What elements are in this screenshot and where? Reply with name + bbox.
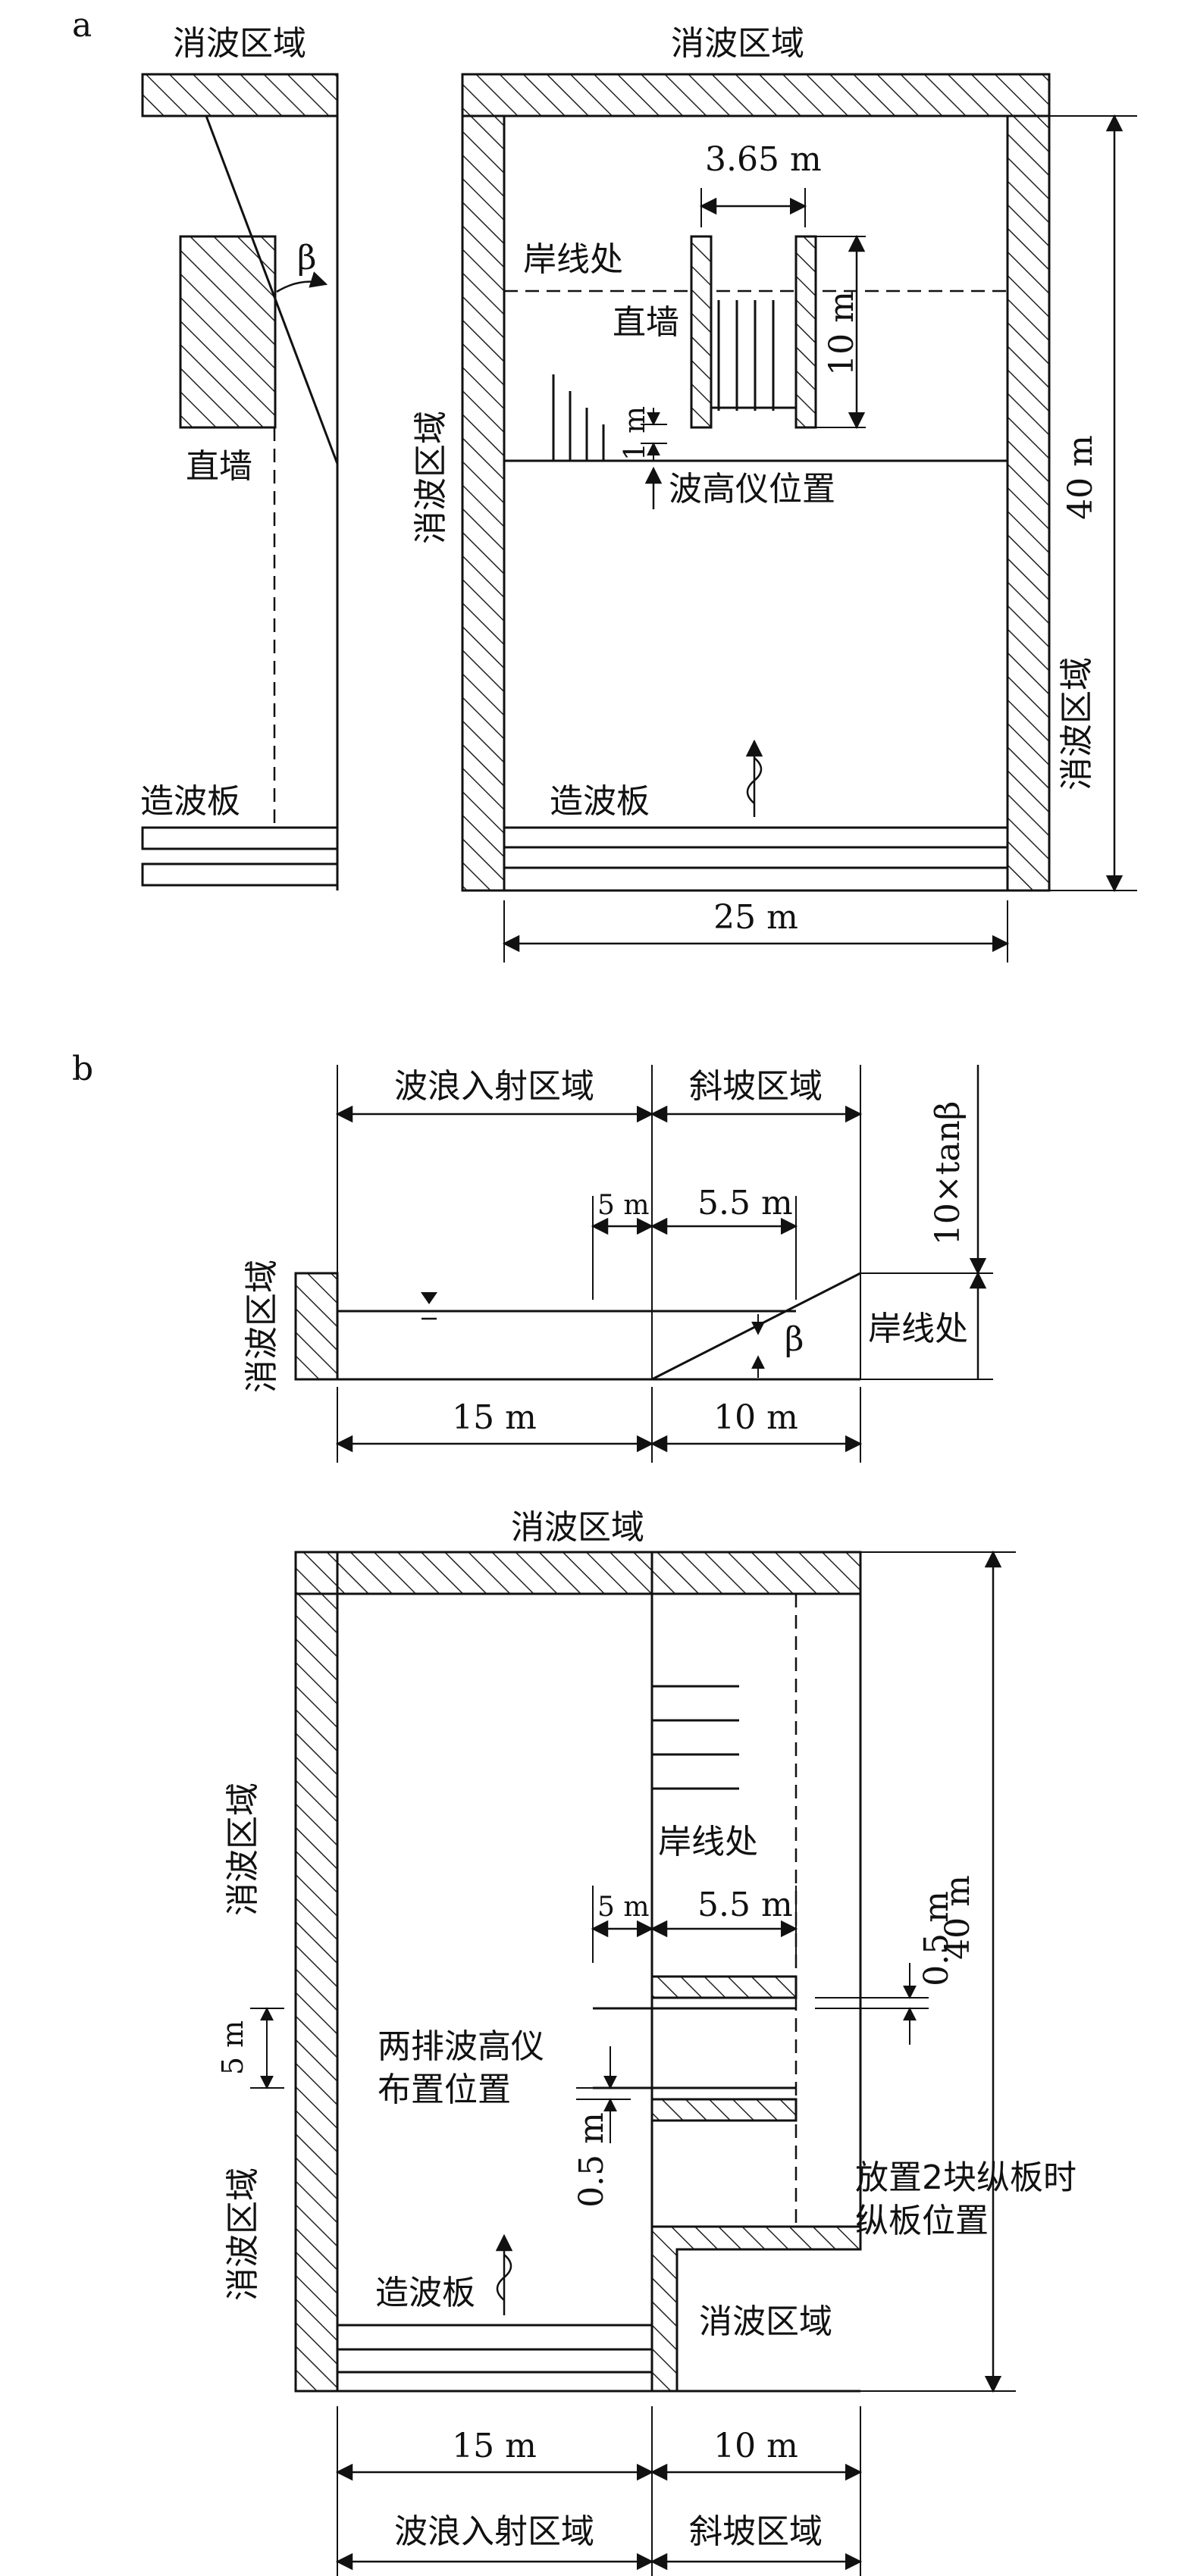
dim-slope-height-label: 10×tanβ — [929, 1101, 967, 1246]
wall-label: 直墙 — [613, 303, 679, 342]
panel-b-label: b — [72, 1050, 93, 1088]
plan-left-absorb-upper-label: 消波区域 — [224, 1783, 262, 1916]
plates-line2-label: 纵板位置 — [855, 2202, 989, 2240]
plates-line1-label: 放置2块纵板时 — [855, 2158, 1076, 2197]
incident-zone-label: 波浪入射区域 — [394, 1067, 594, 1106]
dim-gap-label: 3.65 m — [705, 140, 822, 179]
panel-a-plan-view — [461, 73, 1137, 962]
section-shoreline-label: 岸线处 — [868, 1310, 968, 1348]
side-wavemaker-label: 造波板 — [140, 782, 240, 821]
section-left-absorb-label: 消波区域 — [243, 1260, 281, 1393]
gauge-position-label: 波高仪位置 — [669, 470, 835, 509]
dim-gauge-spacing-label: 1 m — [618, 406, 651, 461]
main-top-absorb-label: 消波区域 — [671, 24, 804, 63]
panel-b-section — [294, 1065, 993, 1463]
dim-15m-label: 15 m — [452, 1398, 537, 1437]
plan-dim-5m-left-label: 5 m — [216, 2020, 249, 2075]
dim-5-5m-label: 5.5 m — [697, 1184, 793, 1222]
bottom-slope-zone-label: 斜坡区域 — [689, 2512, 823, 2551]
plan-corner-absorb-label: 消波区域 — [699, 2302, 832, 2341]
panel-a-side-view — [141, 73, 339, 890]
plan-dim-0-5m-left-label: 0.5 m — [572, 2112, 611, 2208]
shoreline-label: 岸线处 — [523, 240, 623, 279]
dim-width-label: 25 m — [713, 898, 798, 937]
side-beta-label: β — [297, 239, 316, 277]
dim-5m-label: 5 m — [597, 1190, 649, 1221]
main-right-absorb-label: 消波区域 — [1058, 657, 1096, 790]
dim-10m-label: 10 m — [713, 1398, 798, 1437]
panel-b-plan — [250, 1550, 1016, 2576]
side-wall-label: 直墙 — [186, 447, 252, 486]
dim-wall-length-label: 10 m — [823, 291, 861, 376]
plan-left-absorb-lower-label: 消波区域 — [224, 2168, 262, 2301]
plan-dim-40m-label: 40 m — [939, 1875, 977, 1960]
panel-a-label: a — [72, 6, 92, 45]
side-top-absorb-label: 消波区域 — [173, 24, 306, 63]
plan-dim-0-5m-right-label: 0.5 m — [917, 1891, 956, 1986]
plan-dim-5m-label: 5 m — [597, 1892, 649, 1923]
slope-zone-label: 斜坡区域 — [689, 1067, 823, 1106]
bottom-10m-label: 10 m — [713, 2427, 798, 2465]
slope-beta-label: β — [785, 1320, 804, 1359]
bottom-15m-label: 15 m — [452, 2427, 537, 2465]
gauges-line2-label: 布置位置 — [378, 2071, 511, 2109]
wavemaker-label: 造波板 — [550, 782, 650, 821]
main-left-absorb-label: 消波区域 — [412, 411, 450, 544]
plan-shoreline-label: 岸线处 — [658, 1823, 758, 1861]
bottom-incident-zone-label: 波浪入射区域 — [394, 2512, 594, 2551]
plan-top-absorb-label: 消波区域 — [511, 1508, 644, 1547]
plan-dim-5-5m-label: 5.5 m — [697, 1886, 793, 1924]
plan-wavemaker-label: 造波板 — [375, 2274, 475, 2312]
gauges-line1-label: 两排波高仪 — [378, 2027, 544, 2066]
dim-height-label: 40 m — [1061, 435, 1100, 520]
